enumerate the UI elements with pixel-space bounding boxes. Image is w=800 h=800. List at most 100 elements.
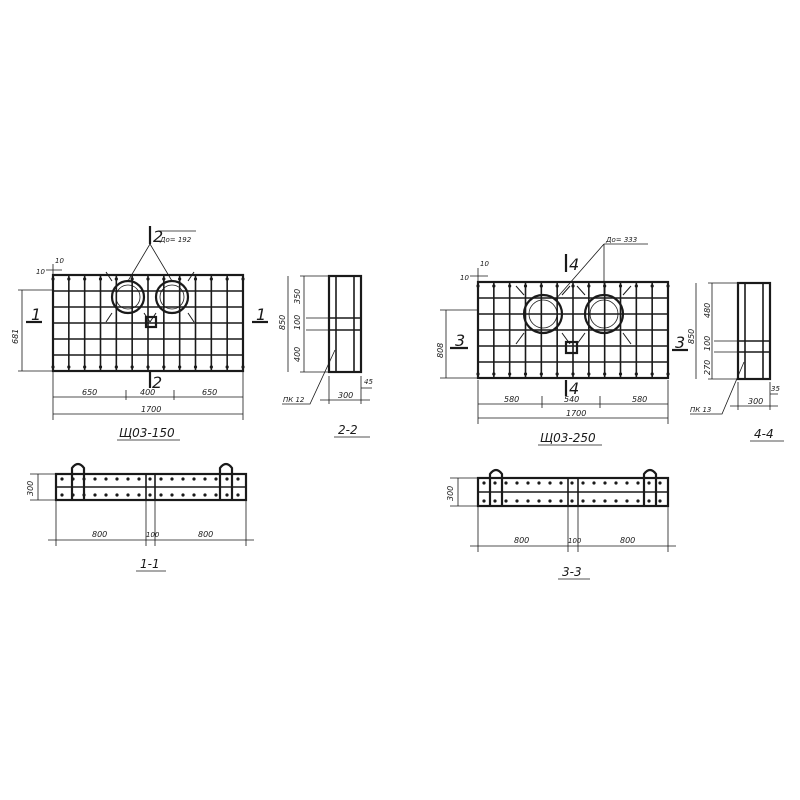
rebar-dot: [114, 277, 118, 281]
rebar-dot: [193, 365, 198, 369]
rebar-dot: [130, 365, 134, 369]
rebar-dot: [634, 372, 638, 376]
section-rebar-dot: [93, 477, 97, 481]
rebar-dot: [618, 372, 623, 376]
rebar-dot: [571, 284, 575, 288]
section-rebar-dot: [148, 493, 152, 497]
left-dim-1: 650: [82, 388, 97, 397]
section-rebar-dot: [493, 481, 497, 485]
rebar-dot: [634, 284, 638, 288]
right-plan: 4 Дo= 333 4 3 3 10 10 808 580 540 580 17…: [436, 236, 688, 446]
left-side-dim-total: 850: [278, 315, 287, 330]
section-rebar-dot: [625, 481, 629, 485]
right-side-bottom-dims: [730, 382, 778, 410]
section-rebar-dot: [559, 499, 563, 503]
right-side-edge: 35: [771, 385, 780, 393]
right-side-mark-leader: [690, 361, 745, 415]
right-section-dim-1: 800: [514, 536, 529, 545]
section-rebar-dot: [614, 481, 618, 485]
right-side-view: 480 100 270 850 300 35 ПК 13 4-4: [687, 281, 784, 442]
section-rebar-dot: [236, 477, 240, 481]
rebar-dot: [650, 372, 654, 376]
section-rebar-dot: [592, 499, 596, 503]
section-rebar-dot: [537, 499, 541, 503]
section-rebar-dot: [625, 499, 629, 503]
left-section-left-label: 1: [31, 305, 41, 324]
rebar-dot: [666, 372, 670, 376]
right-side-dim-top: 480: [703, 303, 712, 318]
rebar-dot: [146, 365, 150, 369]
left-lifting-loop: [144, 315, 158, 329]
left-tick-dims: [46, 264, 62, 275]
section-rebar-dot: [493, 499, 497, 503]
section-rebar-dot: [603, 499, 607, 503]
right-section-loop-1: [488, 468, 504, 506]
section-rebar-dot: [647, 481, 651, 485]
section-rebar-dot: [71, 493, 75, 497]
right-dim-2: 540: [564, 395, 579, 404]
right-dim-total: 1700: [566, 409, 586, 418]
section-rebar-dot: [225, 477, 229, 481]
right-tick-dims: [470, 268, 488, 282]
right-section-height-dimline: [450, 477, 478, 507]
rebar-dot: [98, 277, 103, 281]
section-rebar-dot: [192, 493, 196, 497]
left-side-outline: [327, 274, 363, 374]
section-rebar-dot: [126, 493, 130, 497]
rebar-dot: [225, 277, 229, 281]
left-plan-grid: [51, 275, 245, 371]
left-plan: 2 Дo= 192 2 1 1 10 10 681 650 400 650 17…: [11, 226, 268, 441]
section-rebar-dot: [570, 499, 574, 503]
section-rebar-dot: [170, 493, 174, 497]
right-tick-label-1: 10: [460, 274, 469, 282]
section-rebar-dot: [526, 481, 530, 485]
section-rebar-dot: [82, 477, 86, 481]
left-section-top-label: 2: [153, 227, 163, 246]
section-rebar-dot: [170, 477, 174, 481]
rebar-dot: [241, 365, 245, 369]
right-diameter-note: Дo= 333: [605, 236, 637, 244]
rebar-dot: [492, 284, 496, 288]
left-section-loop-2: [218, 462, 234, 500]
section-rebar-dot: [658, 499, 662, 503]
section-rebar-dot: [548, 481, 552, 485]
section-rebar-dot: [570, 481, 574, 485]
section-rebar-dot: [137, 477, 141, 481]
section-rebar-dot: [115, 493, 119, 497]
left-bottom-dimlines: [52, 372, 244, 420]
rebar-dot: [178, 277, 182, 281]
section-rebar-dot: [214, 477, 218, 481]
left-section-title: 1-1: [140, 557, 160, 571]
right-opening-2-inner: [589, 299, 619, 329]
section-rebar-dot: [93, 493, 97, 497]
right-opening-legs: [515, 285, 632, 345]
left-opening-1-inner: [115, 284, 141, 310]
left-section: 300 800 100 800 1-1: [26, 462, 254, 572]
left-section-dimlines: [48, 500, 254, 546]
rebar-dot: [83, 365, 87, 369]
section-rebar-dot: [592, 481, 596, 485]
section-rebar-dot: [60, 493, 64, 497]
section-rebar-dot: [159, 493, 163, 497]
rebar-dot: [539, 372, 543, 376]
section-rebar-dot: [515, 481, 519, 485]
section-rebar-dot: [203, 477, 207, 481]
left-dim-total: 1700: [141, 405, 161, 414]
section-rebar-dot: [603, 481, 607, 485]
rebar-dot: [603, 372, 607, 376]
left-side-view: 350 100 400 850 300 45 ПК 12 2-2: [278, 274, 373, 438]
left-side-mark-leader: [282, 349, 336, 405]
rebar-dot: [603, 284, 607, 288]
section-rebar-dot: [181, 477, 185, 481]
section-rebar-dot: [548, 499, 552, 503]
section-rebar-dot: [636, 499, 640, 503]
section-rebar-dot: [214, 493, 218, 497]
rebar-dot: [67, 277, 71, 281]
right-plan-title: Щ03-250: [540, 431, 596, 445]
left-section-dots: [60, 477, 240, 497]
right-section-loop-2: [642, 468, 658, 506]
rebar-dot: [114, 365, 118, 369]
rebar-dot: [650, 284, 654, 288]
section-rebar-dot: [225, 493, 229, 497]
